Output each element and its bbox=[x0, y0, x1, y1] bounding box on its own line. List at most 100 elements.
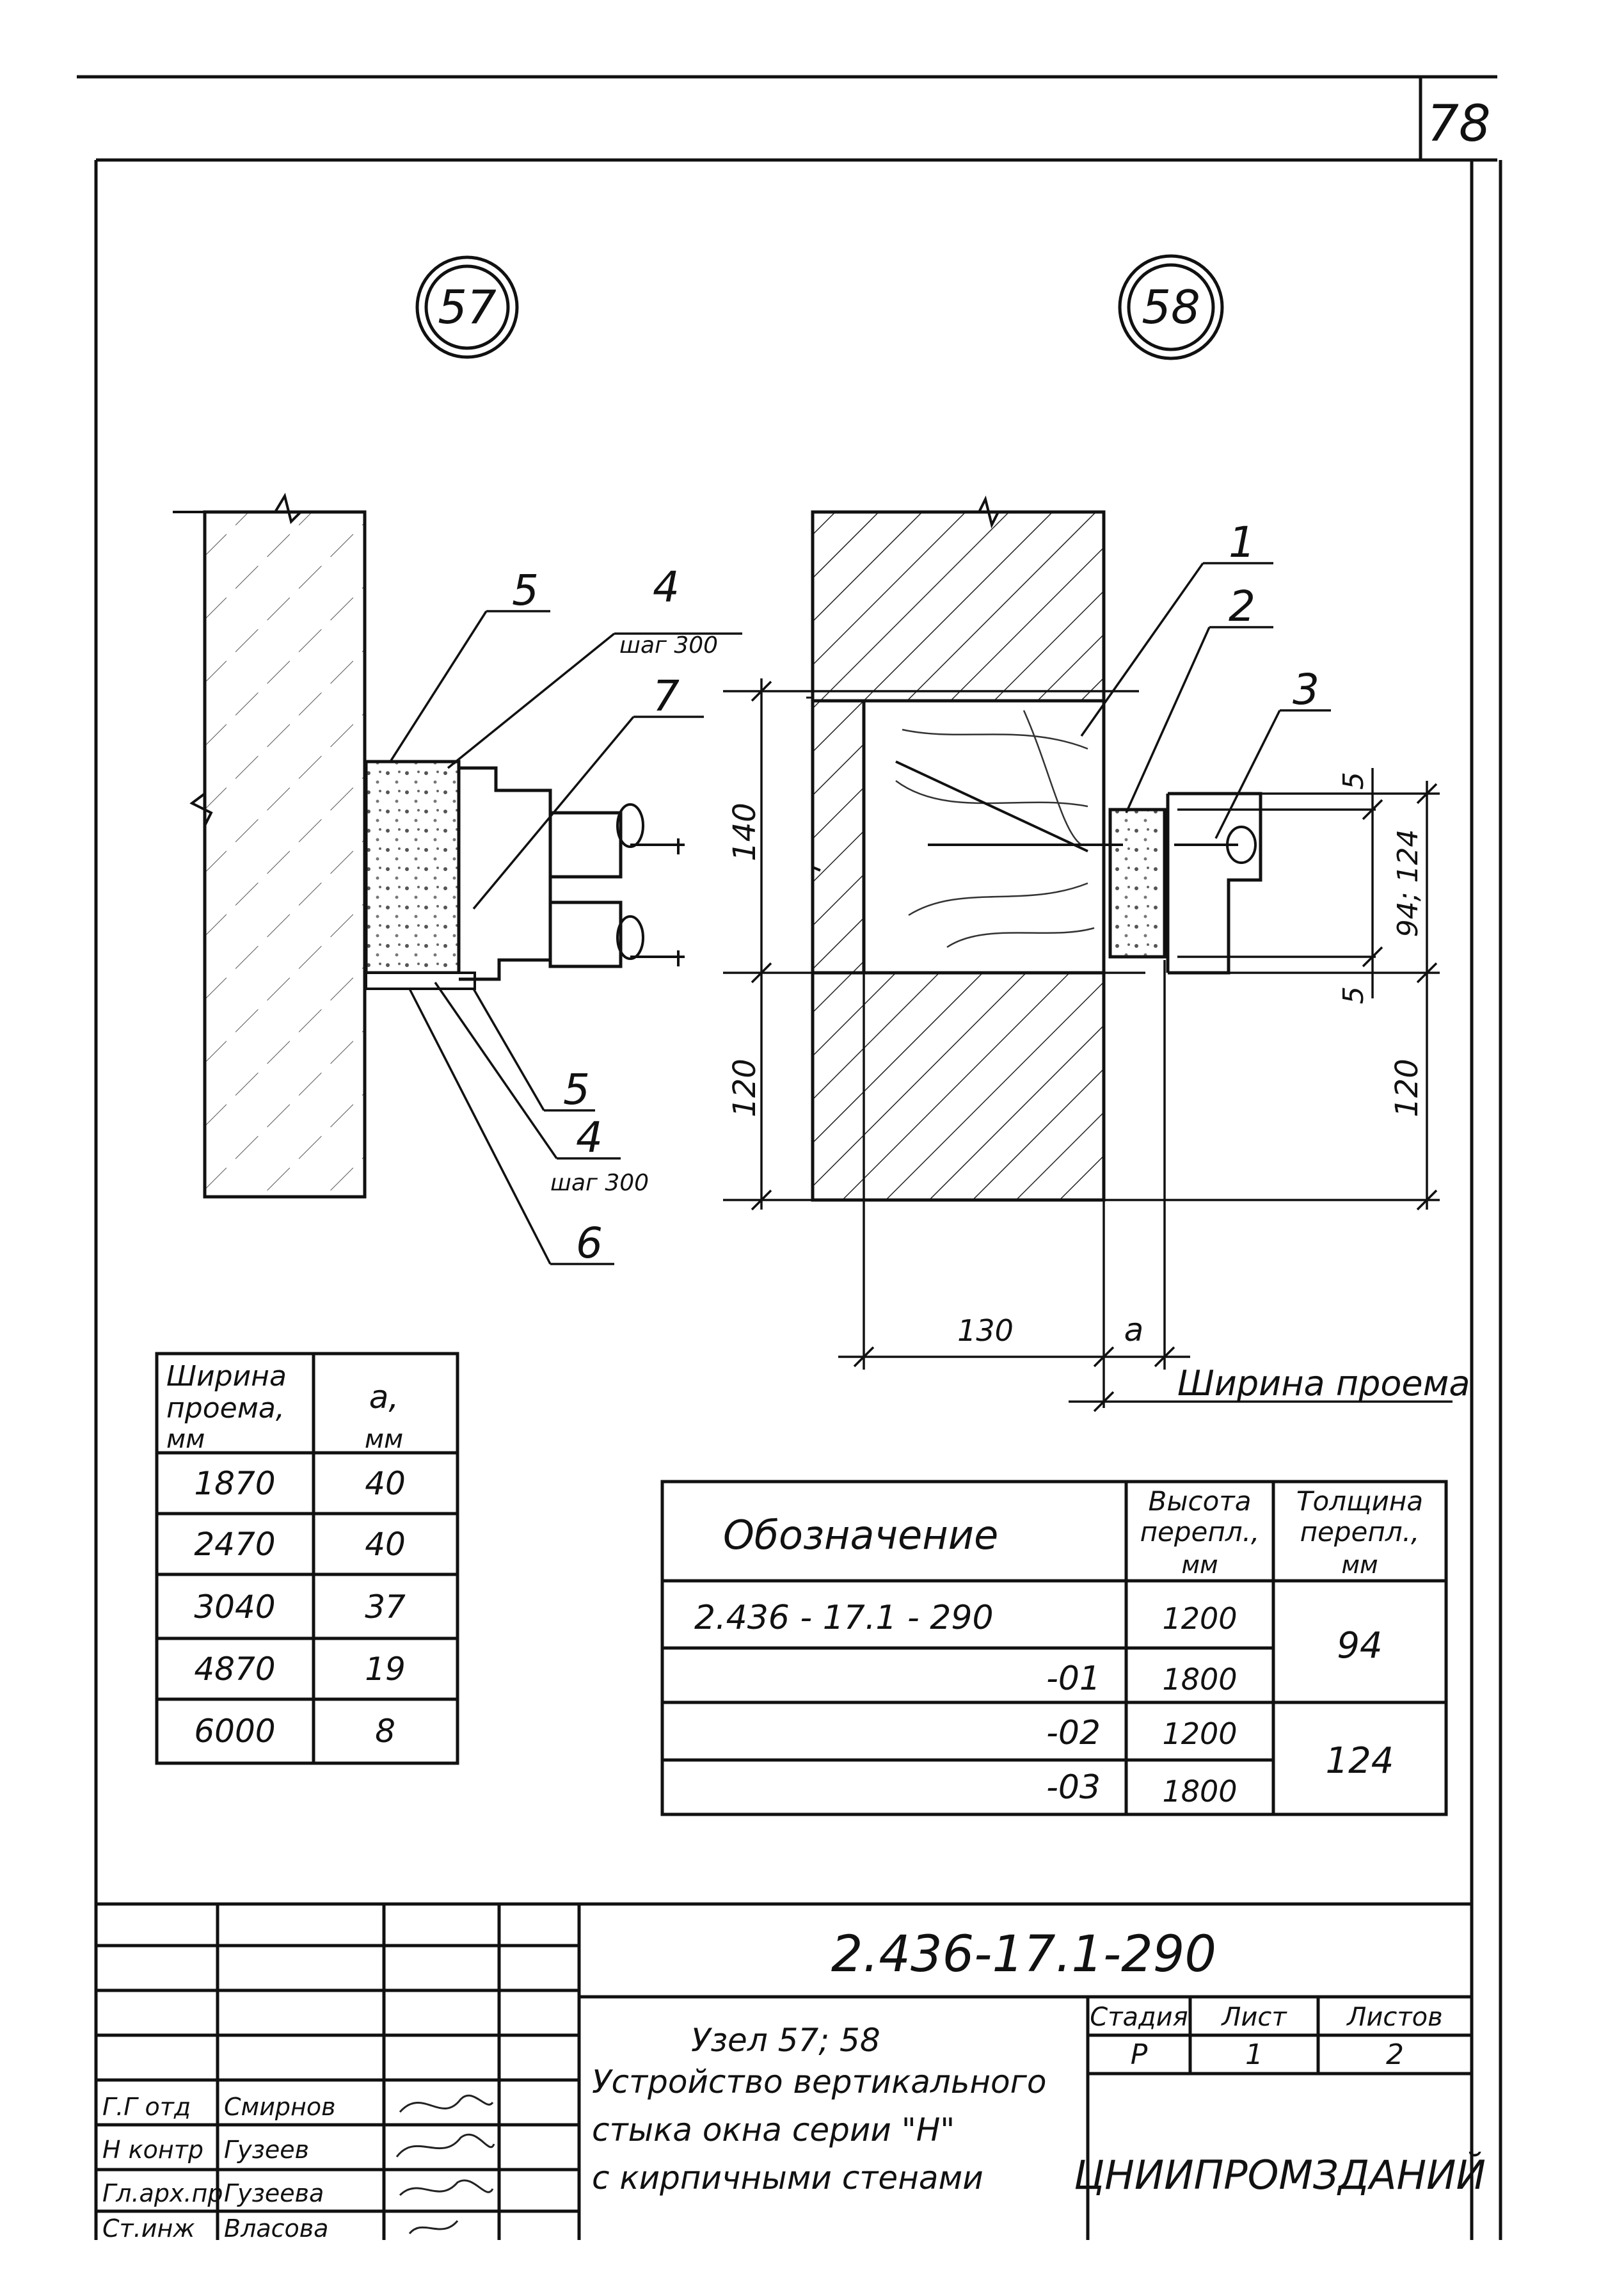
leader-lines-58 bbox=[1080, 562, 1331, 839]
wood-lining bbox=[365, 972, 476, 990]
spec-row-height: 1800 bbox=[1162, 1662, 1237, 1697]
signatures bbox=[395, 2094, 495, 2235]
spec-table-rows: 2.436 - 17.1 - 290 1200 -01 1800 -02 120… bbox=[694, 1599, 1238, 1809]
title-block-name: Гузеева bbox=[224, 2179, 324, 2207]
width-table-cell-a: 40 bbox=[365, 1526, 406, 1563]
glazing-beads bbox=[616, 803, 685, 966]
title-line: Устройство вертикального bbox=[592, 2063, 1046, 2100]
title-line: с кирпичными стенами bbox=[592, 2159, 983, 2196]
spec-row-designation: -01 bbox=[1046, 1660, 1101, 1698]
spec-table-header-designation: Обозначение bbox=[723, 1512, 998, 1558]
dim-120-right: 120 bbox=[1389, 1059, 1425, 1117]
dim-94-124: 94; 124 bbox=[1392, 829, 1424, 938]
spec-table-header-thickness-3: мм bbox=[1341, 1551, 1378, 1579]
callout-step-bottom: шаг 300 bbox=[550, 1170, 649, 1196]
title-block-name: Власова bbox=[224, 2214, 328, 2243]
spec-table-header-height-1: Высота bbox=[1149, 1485, 1252, 1517]
sheet-frame bbox=[77, 75, 1502, 2240]
spec-thickness-group-1: 94 bbox=[1337, 1625, 1382, 1667]
spec-row-designation: -02 bbox=[1046, 1714, 1101, 1752]
title-block bbox=[96, 1902, 1472, 2240]
spec-row-height: 1800 bbox=[1162, 1774, 1237, 1809]
stage-label: Стадия bbox=[1090, 2003, 1188, 2032]
sealant-pad bbox=[1108, 808, 1166, 959]
width-table-cell-width: 4870 bbox=[194, 1651, 275, 1688]
callout-7: 7 bbox=[653, 671, 680, 721]
width-table-header-1-line-2: проема, bbox=[166, 1392, 285, 1425]
callout-3: 3 bbox=[1293, 665, 1319, 714]
brick-wall-left bbox=[203, 510, 367, 1199]
foam-seal bbox=[364, 760, 461, 975]
callout-4-bottom: 4 bbox=[576, 1113, 603, 1162]
title-block-name: Гузеев bbox=[224, 2136, 309, 2164]
spec-table-header-thickness-1: Толщина bbox=[1296, 1485, 1423, 1517]
title-block-doc-code: 2.436-17.1-290 bbox=[831, 1926, 1216, 1983]
spec-row-designation: 2.436 - 17.1 - 290 bbox=[694, 1599, 994, 1637]
dim-opening-width: Ширина проема bbox=[1177, 1363, 1470, 1404]
spec-table-header-height-3: мм bbox=[1181, 1551, 1218, 1579]
spec-row-height: 1200 bbox=[1162, 1716, 1237, 1751]
organization-name: ЦНИИПРОМЗДАНИЙ bbox=[1074, 2151, 1486, 2198]
detail-marker-57 bbox=[415, 255, 519, 359]
detail-57-drawing: 5 4 шаг 300 7 5 4 шаг 300 6 bbox=[173, 492, 742, 1268]
wood-brick-insert bbox=[862, 699, 1106, 975]
width-table-cell-a: 37 bbox=[365, 1588, 406, 1626]
dim-120-left: 120 bbox=[727, 1059, 763, 1117]
callout-6: 6 bbox=[576, 1219, 603, 1268]
width-table-header-2-line-1: a, bbox=[369, 1379, 399, 1416]
callout-5-top: 5 bbox=[512, 566, 539, 615]
stage-value: Р bbox=[1131, 2038, 1148, 2071]
page-number: 78 bbox=[1427, 95, 1490, 153]
width-table-header-1-line-1: Ширина bbox=[166, 1360, 287, 1393]
dimension-lines-58 bbox=[723, 678, 1453, 1412]
width-table-cell-width: 6000 bbox=[194, 1713, 275, 1750]
width-table-header-1-line-3: мм bbox=[166, 1425, 205, 1454]
dim-130: 130 bbox=[957, 1313, 1014, 1348]
callout-5-bottom: 5 bbox=[563, 1065, 590, 1114]
callout-step-top: шаг 300 bbox=[619, 632, 718, 659]
title-block-name: Смирнов bbox=[224, 2093, 336, 2121]
spec-row-height: 1200 bbox=[1162, 1601, 1237, 1636]
window-profile-58 bbox=[1168, 792, 1262, 975]
width-table-rows: 1870 40 2470 40 3040 37 4870 19 6000 8 bbox=[194, 1465, 406, 1750]
width-table-cell-width: 1870 bbox=[194, 1465, 275, 1502]
spec-row-designation: -03 bbox=[1046, 1768, 1101, 1807]
width-table-header-2-line-2: мм bbox=[365, 1425, 403, 1454]
callout-1: 1 bbox=[1229, 518, 1255, 567]
brick-wall-upper bbox=[811, 510, 1106, 703]
callout-2: 2 bbox=[1229, 582, 1255, 631]
dim-5-bottom: 5 bbox=[1337, 986, 1370, 1004]
dim-5-top: 5 bbox=[1337, 772, 1370, 790]
sheet-label: Лист bbox=[1220, 2003, 1287, 2032]
title-block-role: Гл.арх.пр bbox=[102, 2179, 223, 2207]
window-frame-profile bbox=[459, 766, 552, 981]
brick-wall-side bbox=[811, 699, 866, 975]
sash-profiles bbox=[548, 811, 623, 968]
detail-58-number: 58 bbox=[1142, 280, 1200, 334]
brick-wall-lower bbox=[811, 971, 1106, 1202]
dim-a: a bbox=[1124, 1311, 1144, 1348]
title-block-role: Н контр bbox=[102, 2136, 203, 2164]
sheet-value: 1 bbox=[1245, 2038, 1263, 2071]
spec-table-header-height-2: перепл., bbox=[1140, 1516, 1260, 1548]
width-table-cell-a: 19 bbox=[365, 1651, 406, 1688]
width-table-cell-width: 2470 bbox=[194, 1526, 275, 1563]
width-table-cell-a: 8 bbox=[375, 1713, 395, 1750]
spec-thickness-group-2: 124 bbox=[1326, 1740, 1394, 1782]
width-table-cell-width: 3040 bbox=[194, 1588, 275, 1626]
detail-marker-58 bbox=[1118, 254, 1224, 360]
spec-table-header-thickness-2: перепл., bbox=[1300, 1516, 1420, 1548]
detail-58-drawing: 1 2 3 bbox=[723, 495, 1470, 1412]
width-table bbox=[155, 1352, 459, 1765]
leader-lines-57 bbox=[389, 610, 742, 1265]
spec-table bbox=[660, 1480, 1448, 1816]
title-line: Узел 57; 58 bbox=[691, 2022, 880, 2059]
detail-57-number: 57 bbox=[438, 280, 497, 334]
width-table-cell-a: 40 bbox=[365, 1465, 406, 1502]
callout-4-top: 4 bbox=[653, 563, 680, 612]
dim-140: 140 bbox=[727, 803, 763, 861]
sheets-value: 2 bbox=[1386, 2038, 1404, 2071]
sheets-label: Листов bbox=[1346, 2003, 1442, 2032]
title-line: стыка окна серии "Н" bbox=[592, 2111, 955, 2148]
